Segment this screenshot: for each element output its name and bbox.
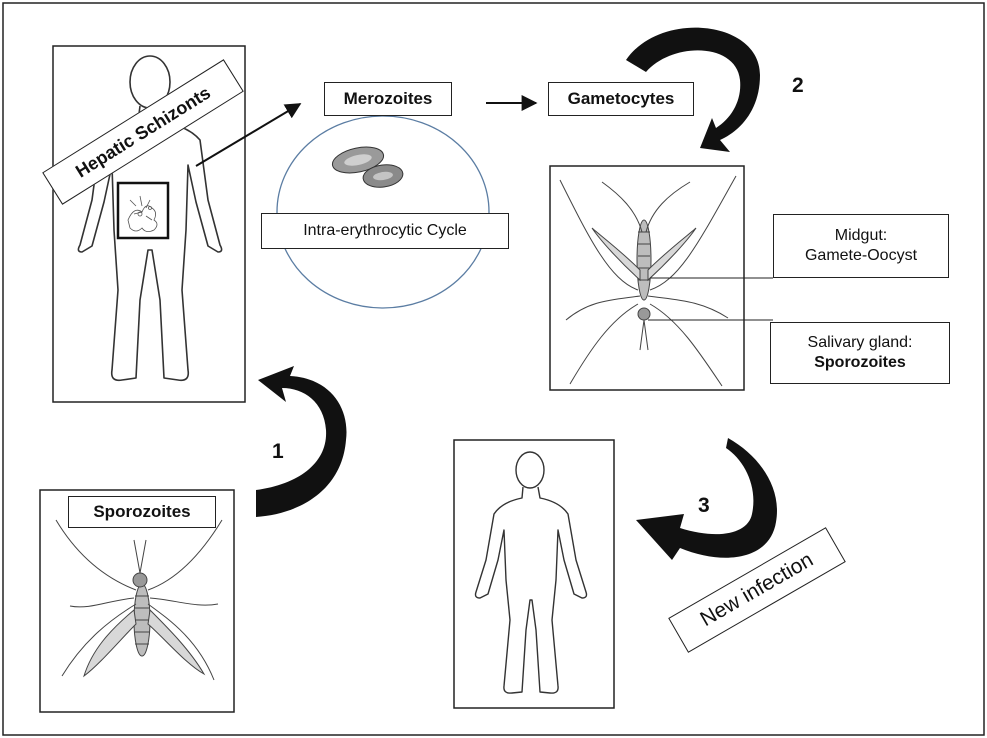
new-host-panel	[454, 440, 614, 708]
red-blood-cells	[330, 143, 404, 190]
label-salivary-gland: Salivary gland: Sporozoites	[770, 322, 950, 384]
step-number-2: 2	[792, 74, 804, 98]
label-midgut-line1: Midgut:	[835, 226, 887, 246]
label-intra-erythrocytic-cycle-text: Intra-erythrocytic Cycle	[303, 222, 467, 240]
step-number-3: 3	[698, 494, 710, 518]
curved-arrow-1	[256, 366, 347, 517]
label-salivary-line2: Sporozoites	[814, 353, 906, 373]
label-sporozoites: Sporozoites	[68, 496, 216, 528]
label-sporozoites-text: Sporozoites	[93, 502, 190, 522]
label-merozoites: Merozoites	[324, 82, 452, 116]
label-gametocytes-text: Gametocytes	[568, 89, 675, 109]
intra-erythrocytic-cycle-ellipse	[277, 116, 489, 308]
label-midgut: Midgut: Gamete-Oocyst	[773, 214, 949, 278]
label-intra-erythrocytic-cycle: Intra-erythrocytic Cycle	[261, 213, 509, 249]
label-gametocytes: Gametocytes	[548, 82, 694, 116]
step-number-1: 1	[272, 440, 284, 464]
label-midgut-line2: Gamete-Oocyst	[805, 246, 917, 266]
label-merozoites-text: Merozoites	[344, 89, 433, 109]
label-salivary-line1: Salivary gland:	[808, 333, 913, 353]
